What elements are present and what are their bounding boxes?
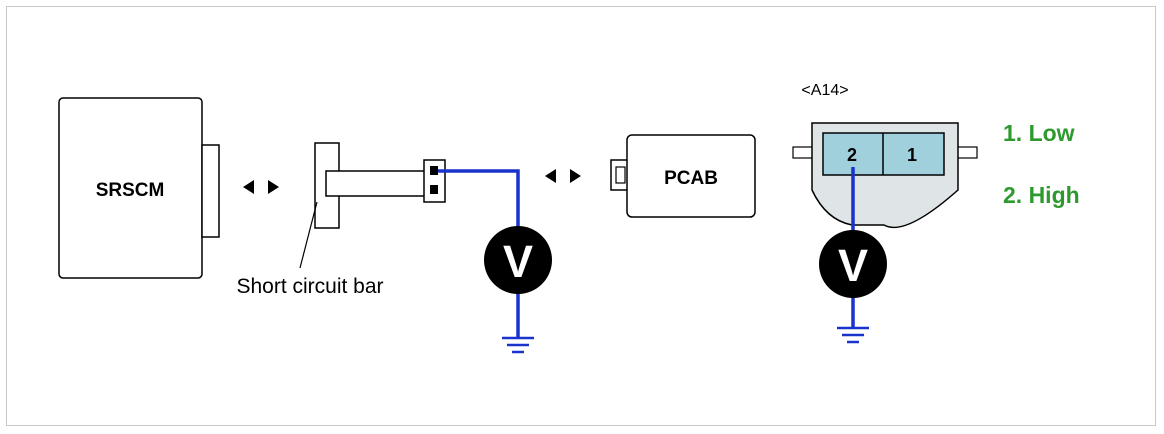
voltmeter-right-icon: V <box>819 230 887 298</box>
connection-arrows-icon-right <box>545 169 581 183</box>
meter-left-label: V <box>503 236 533 287</box>
voltmeter-left-icon: V <box>484 226 552 294</box>
legend-high: 2. High <box>1003 182 1080 208</box>
srscm-module: SRSCM <box>58 97 220 279</box>
ground-icon-right <box>837 326 869 344</box>
connector-a14: <A14> 2 1 <box>792 82 978 229</box>
meter-right-label: V <box>838 240 868 291</box>
connector-label: <A14> <box>801 82 848 99</box>
probe-wire-left <box>438 169 520 228</box>
short-circuit-bar-label: Short circuit bar <box>236 275 383 298</box>
pin-2-label: 2 <box>847 145 857 165</box>
short-circuit-bar: Short circuit bar <box>236 142 446 298</box>
pcab-label: PCAB <box>664 168 718 189</box>
ground-icon-left <box>502 336 534 354</box>
srscm-label: SRSCM <box>96 180 165 201</box>
legend-low: 1. Low <box>1003 120 1075 146</box>
pcab-module: PCAB <box>610 134 756 218</box>
connection-arrows-icon-left <box>243 180 279 194</box>
pin-1-label: 1 <box>907 145 917 165</box>
